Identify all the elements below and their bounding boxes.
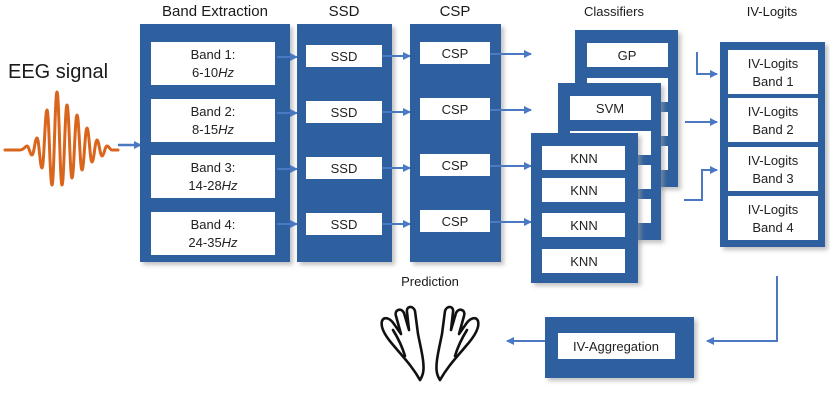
iv-logits-3-line2: Band 3: [752, 171, 793, 186]
iv-logits-box-1: [728, 50, 818, 94]
band-box-4: Band 4: 24-35Hz: [151, 212, 275, 255]
praying-hands-icon: [380, 305, 480, 382]
csp-box-2: [420, 98, 490, 120]
band-4-unit: Hz: [222, 235, 238, 250]
band-2-name: Band 2:: [191, 104, 236, 119]
classifier-knn-label-2: KNN: [570, 183, 597, 198]
band-box-2: Band 2: 8-15Hz: [151, 99, 275, 142]
band-3-unit: Hz: [222, 178, 238, 193]
band-1-range: 6-10: [192, 65, 218, 80]
arrow-classifier-to-logits-1: [696, 52, 718, 78]
ssd-label-4: SSD: [331, 217, 358, 232]
ssd-box-1: [306, 45, 382, 67]
header-iv-logits: IV-Logits: [747, 4, 798, 19]
ssd-box-2: [306, 101, 382, 123]
iv-logits-4-line2: Band 4: [752, 220, 793, 235]
band-1-unit: Hz: [218, 65, 234, 80]
classifier-knn-label-1: KNN: [570, 151, 597, 166]
arrow-logits-to-aggregation: [706, 276, 778, 345]
band-2-unit: Hz: [218, 122, 234, 137]
header-ssd: SSD: [329, 3, 360, 20]
iv-logits-4-line1: IV-Logits: [748, 202, 799, 217]
classifier-gp-label: GP: [618, 48, 637, 63]
iv-logits-1-line2: Band 1: [752, 74, 793, 89]
band-box-3: Band 3: 14-28Hz: [151, 155, 275, 198]
eeg-wave-icon: [3, 90, 120, 187]
ssd-label-3: SSD: [331, 161, 358, 176]
band-4-range: 24-35: [188, 235, 221, 250]
csp-box-4: [420, 210, 490, 232]
svg-text:6-10Hz: 6-10Hz: [192, 65, 234, 80]
ssd-box-3: [306, 157, 382, 179]
ssd-label-2: SSD: [331, 105, 358, 120]
band-4-name: Band 4:: [191, 217, 236, 232]
arrow-classifier-to-logits-3: [684, 166, 718, 201]
csp-label-3: CSP: [442, 158, 469, 173]
band-3-name: Band 3:: [191, 160, 236, 175]
csp-label-2: CSP: [442, 102, 469, 117]
iv-logits-1-line1: IV-Logits: [748, 56, 799, 71]
eeg-signal-label: EEG signal: [8, 61, 108, 83]
iv-aggregation-box: [558, 333, 675, 359]
iv-logits-3-line1: IV-Logits: [748, 153, 799, 168]
header-classifiers: Classifiers: [584, 4, 644, 19]
svg-text:8-15Hz: 8-15Hz: [192, 122, 234, 137]
svg-text:24-35Hz: 24-35Hz: [188, 235, 238, 250]
iv-aggregation-label: IV-Aggregation: [573, 339, 659, 354]
csp-label-4: CSP: [442, 214, 469, 229]
band-1-name: Band 1:: [191, 47, 236, 62]
classifier-knn-label-3: KNN: [570, 218, 597, 233]
classifier-knn-label-4: KNN: [570, 254, 597, 269]
ssd-label-1: SSD: [331, 49, 358, 64]
svg-text:14-28Hz: 14-28Hz: [188, 178, 238, 193]
iv-logits-box-3: [728, 147, 818, 191]
iv-logits-box-2: [728, 98, 818, 142]
csp-box-3: [420, 154, 490, 176]
classifier-svm-label: SVM: [596, 101, 624, 116]
csp-box-1: [420, 42, 490, 64]
iv-logits-box-4: [728, 196, 818, 240]
band-box-1: Band 1: 6-10Hz: [151, 42, 275, 85]
csp-label-1: CSP: [442, 46, 469, 61]
ssd-box-4: [306, 213, 382, 235]
header-band-extraction: Band Extraction: [162, 3, 268, 20]
classifier-panel-knn: KNN KNN KNN KNN: [531, 133, 638, 283]
band-3-range: 14-28: [188, 178, 221, 193]
prediction-label: Prediction: [401, 274, 459, 289]
header-csp: CSP: [440, 3, 471, 20]
iv-logits-2-line1: IV-Logits: [748, 104, 799, 119]
iv-logits-2-line2: Band 2: [752, 122, 793, 137]
band-2-range: 8-15: [192, 122, 218, 137]
